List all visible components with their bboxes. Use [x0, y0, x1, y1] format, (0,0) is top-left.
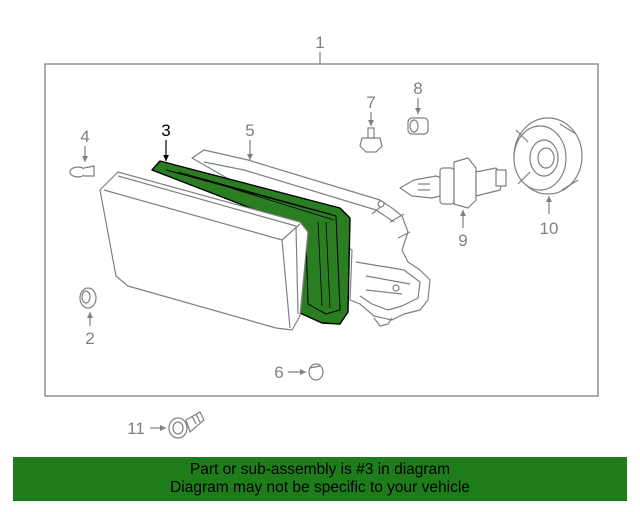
callout-11: 11: [127, 419, 145, 438]
screw-clip: [308, 363, 324, 381]
callout-5: 5: [245, 121, 254, 140]
callout-6: 6: [274, 363, 283, 382]
callout-7: 7: [366, 93, 375, 112]
grommet-nut: [407, 117, 429, 135]
mounting-bolt: [168, 411, 205, 439]
headlamp-lens: [99, 171, 309, 331]
adjuster-plug: [79, 287, 97, 309]
banner-line-2: Diagram may not be specific to your vehi…: [170, 479, 470, 496]
callout-3: 3: [161, 121, 170, 140]
callout-4: 4: [80, 127, 89, 146]
callout-8: 8: [413, 79, 422, 98]
bulb-retainer-ring: [513, 117, 583, 195]
callout-2: 2: [85, 329, 94, 348]
info-banner: Part or sub-assembly is #3 in diagram Di…: [13, 457, 627, 501]
callout-9: 9: [458, 231, 467, 250]
callout-10: 10: [540, 219, 559, 238]
headlamp-housing: [191, 149, 431, 327]
side-marker-bulb: [69, 165, 95, 178]
callout-1: 1: [315, 33, 324, 52]
halogen-bulb: [399, 157, 507, 209]
assembly-frame: [44, 63, 599, 397]
retaining-clip: [359, 127, 383, 153]
banner-line-1: Part or sub-assembly is #3 in diagram: [189, 461, 451, 478]
